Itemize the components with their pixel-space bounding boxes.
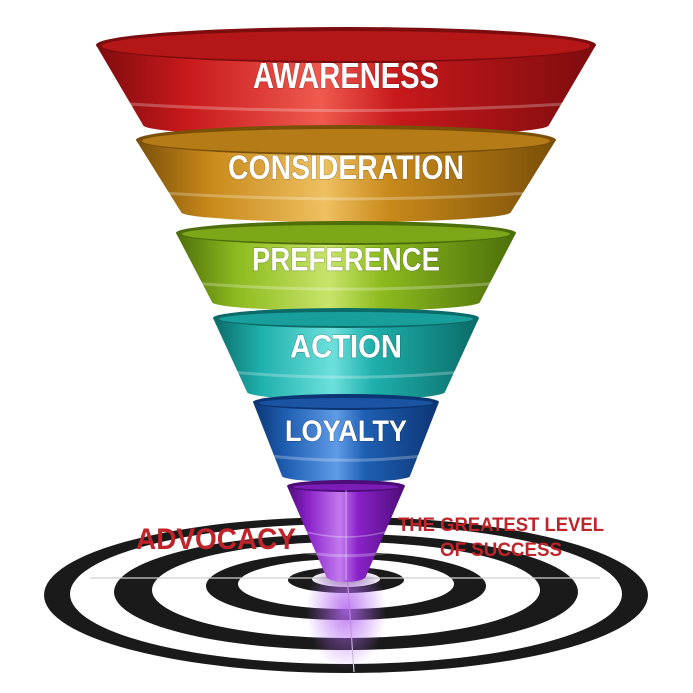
funnel-stage-opening bbox=[293, 484, 399, 490]
funnel-stage-preference: PREFERENCE bbox=[176, 221, 516, 311]
success-note-line-2: OF SUCCESS bbox=[440, 540, 562, 561]
funnel-stage-body bbox=[213, 318, 479, 400]
funnel-stage-highlight bbox=[262, 453, 430, 462]
funnel-stage-highlight bbox=[296, 549, 396, 558]
funnel-stage-label: ACTION bbox=[290, 329, 402, 365]
funnel-stage-opening bbox=[219, 312, 473, 326]
funnel-stage-label: CONSIDERATION bbox=[228, 149, 464, 187]
funnel-stage-loyalty: LOYALTY bbox=[253, 394, 439, 482]
funnel-stage-awareness: AWARENESS bbox=[96, 27, 596, 137]
funnel: AWARENESS CONSIDERATION PREFERENCE ACTION LO… bbox=[96, 27, 596, 582]
funnel-stage-body bbox=[287, 486, 405, 582]
funnel-stage-highlight bbox=[145, 190, 547, 201]
funnel-stage-highlight bbox=[105, 101, 587, 113]
advocacy-label: ADVOCACY bbox=[136, 523, 296, 556]
funnel-stage-body bbox=[176, 233, 516, 311]
funnel-stage-label: PREFERENCE bbox=[252, 241, 440, 277]
funnel-stage-opening bbox=[259, 398, 433, 408]
funnel-stage-opening bbox=[102, 31, 590, 61]
funnel-stage-label: AWARENESS bbox=[253, 55, 439, 96]
funnel-stage-body bbox=[136, 140, 556, 222]
funnel-stage-advocacy-tip bbox=[287, 480, 405, 582]
funnel-stage-highlight bbox=[222, 369, 470, 379]
funnel-stage-body bbox=[96, 45, 596, 137]
funnel-stage-label: LOYALTY bbox=[285, 415, 407, 448]
funnel-stage-consideration: CONSIDERATION bbox=[136, 125, 556, 222]
success-note-line-1: THE GREATEST LEVEL bbox=[398, 515, 604, 536]
tip-band bbox=[298, 529, 394, 538]
funnel-stage-body bbox=[253, 402, 439, 482]
funnel-stage-highlight bbox=[185, 281, 507, 291]
funnel-stage-action: ACTION bbox=[213, 308, 479, 400]
funnel-stage-opening bbox=[182, 225, 510, 243]
funnel-stage-opening bbox=[142, 129, 550, 153]
